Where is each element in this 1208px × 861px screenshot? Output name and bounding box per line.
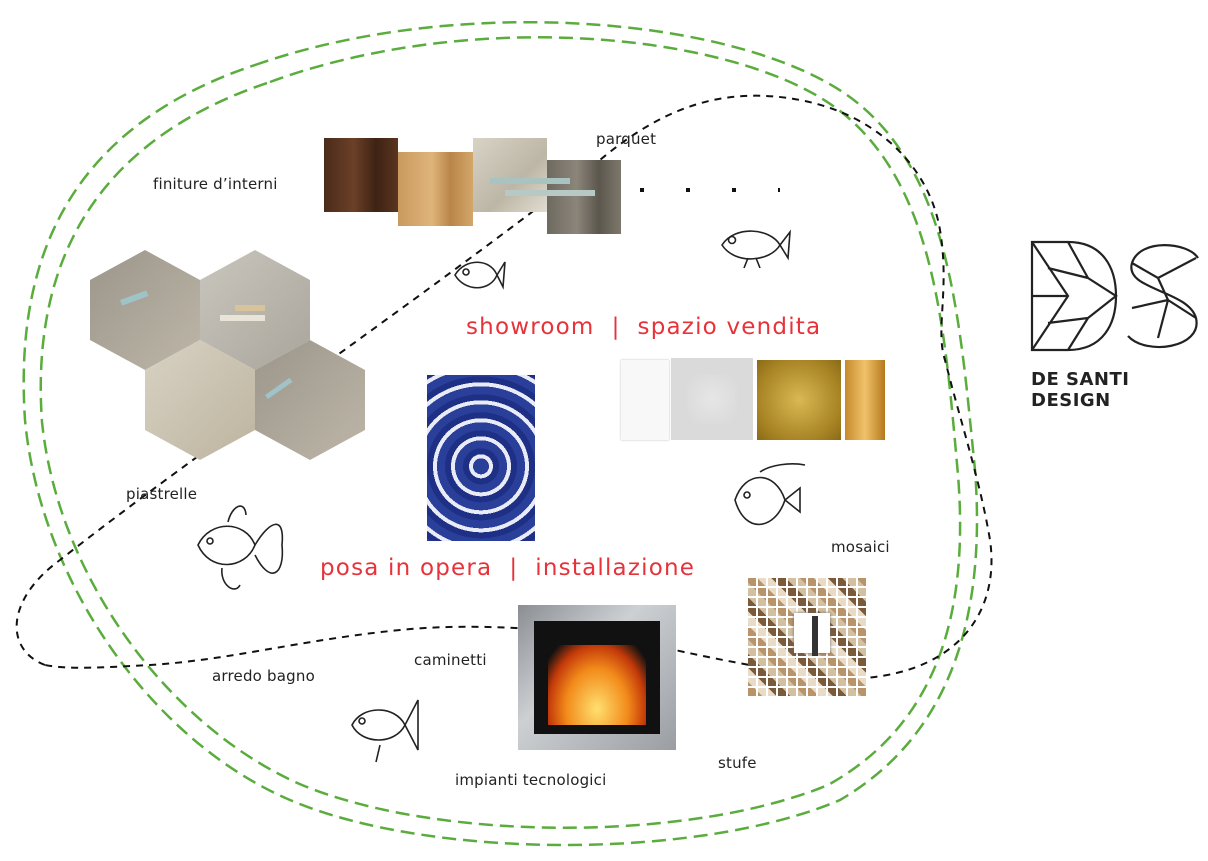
glass-strip [490, 178, 570, 184]
terrazzo-sample [671, 358, 753, 440]
label-stufe: stufe [718, 754, 757, 772]
fish-icon [454, 261, 506, 290]
black-dashed-outline [15, 94, 993, 680]
hexagon-tile [255, 340, 365, 460]
wood-sample-grey [547, 160, 621, 234]
label-impianti: impianti tecnologici [455, 771, 607, 789]
majolica-tile-sample [427, 375, 535, 541]
label-piastrelle: piastrelle [126, 485, 198, 503]
wood-sample-oak [398, 152, 473, 226]
headline-posa: posa in opera | installazione [320, 555, 696, 581]
glass-strip [505, 190, 595, 196]
white-tile-sample [621, 360, 669, 440]
ds-logo-monogram [1030, 240, 1199, 352]
hexagon-tile [145, 340, 255, 460]
mosaic-sample [748, 578, 866, 696]
hexagon-tiles [90, 250, 365, 460]
angelfish-icon [734, 463, 806, 526]
goldfish-icon [197, 505, 284, 590]
label-caminetti: caminetti [414, 651, 487, 669]
wood-sample-dark [324, 138, 398, 212]
fireplace-image [518, 605, 676, 750]
hexagon-tile [90, 250, 200, 370]
green-dashed-outline-outer [22, 20, 979, 847]
label-finiture: finiture d’interni [153, 175, 278, 193]
label-parquet: parquet [596, 130, 657, 148]
label-mosaici: mosaici [831, 538, 890, 556]
fish-icon [721, 229, 792, 269]
gold-frame-sample [845, 360, 885, 440]
green-dashed-outline-inner [39, 36, 962, 829]
headline-showroom: showroom | spazio vendita [466, 314, 822, 340]
label-arredo-bagno: arredo bagno [212, 667, 315, 685]
fish-icon [351, 699, 419, 763]
logo-name: DE SANTI DESIGN [1031, 369, 1130, 411]
gold-ornament-sample [757, 360, 841, 440]
wood-sample-grey-white [473, 138, 547, 212]
